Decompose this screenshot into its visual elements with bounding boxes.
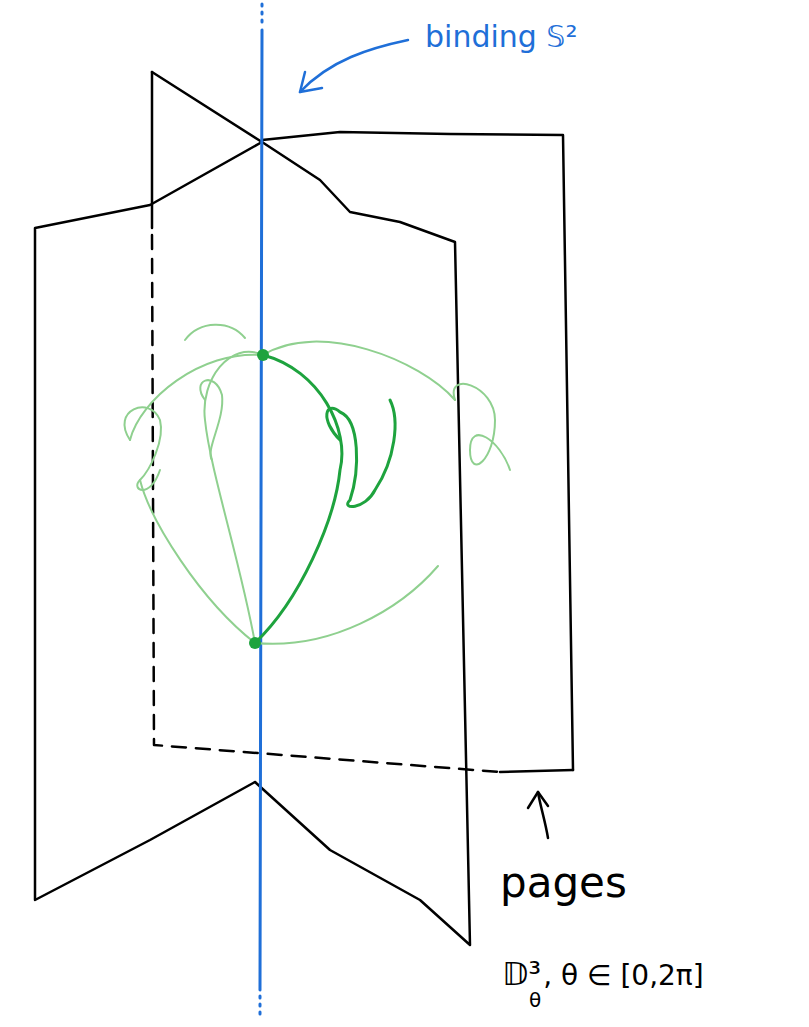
sphere-arc xyxy=(185,325,245,340)
page-edge-hidden xyxy=(152,235,500,772)
binding-line xyxy=(260,30,262,990)
theta-range: , θ ∈ [0,2π] xyxy=(543,962,703,990)
sphere-arc xyxy=(130,355,263,440)
page-edge xyxy=(152,72,262,142)
binding-point xyxy=(257,349,269,361)
subscript-theta: θ xyxy=(529,990,541,1010)
sphere-arc xyxy=(263,342,455,400)
binding-label: binding 𝕊² xyxy=(425,22,577,52)
page-edge xyxy=(35,142,262,900)
knot-curve xyxy=(327,400,395,507)
arrow-head xyxy=(528,792,548,808)
leader-arrow xyxy=(300,40,408,92)
binding-dots xyxy=(259,996,262,1020)
arrow-head xyxy=(300,72,322,92)
sphere-arc xyxy=(204,352,263,643)
knot-curve xyxy=(124,407,161,490)
page-edge xyxy=(255,142,470,945)
binding-dots xyxy=(261,4,264,22)
knot-curve xyxy=(200,380,222,460)
knot-curve xyxy=(454,384,510,470)
page-edge xyxy=(500,770,573,772)
sphere-arc xyxy=(255,355,342,643)
disk-symbol: 𝔻³ xyxy=(502,958,541,990)
sphere-arc xyxy=(255,566,438,644)
binding-point xyxy=(249,637,261,649)
pages-label: pages xyxy=(500,862,627,904)
